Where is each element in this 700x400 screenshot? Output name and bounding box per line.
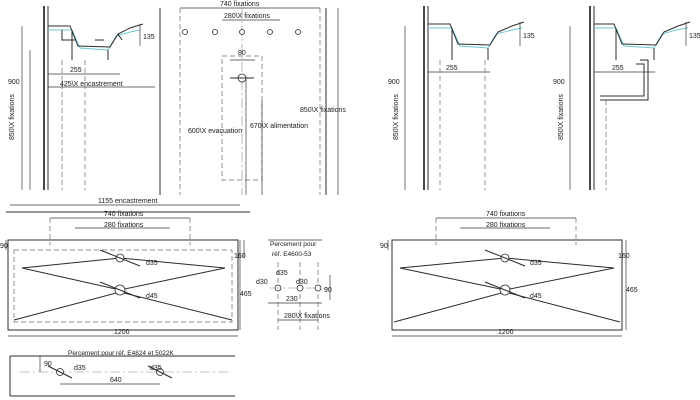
dim-850-right-a: 850\X fixations — [393, 94, 400, 140]
dim-d35-plan-left: d35 — [146, 260, 158, 267]
dim-d30-detail: d30 — [256, 279, 268, 286]
dim-90-plan-left: 90 — [0, 243, 8, 250]
dim-135-right-a: 135 — [523, 33, 535, 40]
dim-d45-plan-left: d45 — [146, 293, 158, 300]
dim-255-right-a: 255 — [446, 65, 458, 72]
dim-1200-plan-right: 1200 — [498, 329, 514, 336]
dim-135-right-b: 135 — [689, 33, 700, 40]
percement-detail — [268, 239, 331, 330]
dim-280-plan-right: 280 fixations — [486, 222, 526, 229]
dim-90-detail: 90 — [324, 287, 332, 294]
percement-title: Percement pour — [270, 241, 317, 248]
dim-80: 80 — [238, 50, 246, 57]
dim-d30-detail-2: d30 — [296, 279, 308, 286]
side-section-right-b — [569, 6, 691, 190]
dim-90-plan-right: 90 — [380, 243, 388, 250]
dim-900-right-b: 900 — [553, 79, 565, 86]
plan-view-left — [5, 204, 250, 337]
dim-850-middle: 850\X fixations — [300, 107, 346, 114]
dim-160-plan-left: 160 — [234, 253, 246, 260]
plan-view-right — [387, 217, 627, 337]
dim-640-bottom: 640 — [110, 377, 122, 384]
dim-740-plan-right: 740 fixations — [486, 211, 526, 218]
dim-1155-encastrement: 1155 encastrement — [98, 198, 157, 205]
dim-850-left: 850\X fixations — [9, 94, 16, 140]
dim-425-encastrement: 425\X encastrement — [60, 81, 123, 88]
percement-bottom-note: Percement pour réf. E4824 et 5022K — [68, 350, 175, 357]
front-elevation — [159, 7, 339, 195]
dim-740-top: 740 fixations — [220, 1, 260, 8]
dim-255-left: 255 — [70, 67, 82, 74]
dim-900-right-a: 900 — [388, 79, 400, 86]
dim-740-plan-left: 740 fixations — [104, 211, 144, 218]
dim-230-detail: 230 — [286, 296, 298, 303]
dim-160-plan-right: 160 — [618, 253, 630, 260]
dim-465-plan-right: 465 — [626, 287, 638, 294]
dim-280-detail: 280\X fixations — [284, 313, 330, 320]
dim-d35-detail: d35 — [276, 270, 288, 277]
dim-600-evacuation: 600\X evacuation — [188, 128, 242, 135]
dim-d45-plan-right: d45 — [530, 293, 542, 300]
bottom-percement-strip — [9, 355, 235, 397]
dim-670-alimentation: 670\X alimentation — [250, 123, 308, 130]
percement-ref: réf. E4600-53 — [272, 251, 312, 258]
dim-465-plan-left: 465 — [240, 291, 252, 298]
dim-d35-bottom-right: d35 — [150, 365, 162, 372]
side-section-left — [21, 6, 155, 190]
dim-1200-plan-left: 1200 — [114, 329, 130, 336]
dim-255-right-b: 255 — [612, 65, 624, 72]
dim-135-left: 135 — [143, 34, 155, 41]
dim-d35-bottom-left: d35 — [74, 365, 86, 372]
dim-90-bottom: 90 — [44, 361, 52, 368]
side-section-right-a — [404, 6, 525, 190]
dim-280-plan-left: 280 fixations — [104, 222, 144, 229]
dim-850-right-b: 850\X fixations — [558, 94, 565, 140]
dim-280-top: 280\X fixations — [224, 13, 270, 20]
dim-900-left: 900 — [8, 79, 20, 86]
dim-d35-plan-right: d35 — [530, 260, 542, 267]
